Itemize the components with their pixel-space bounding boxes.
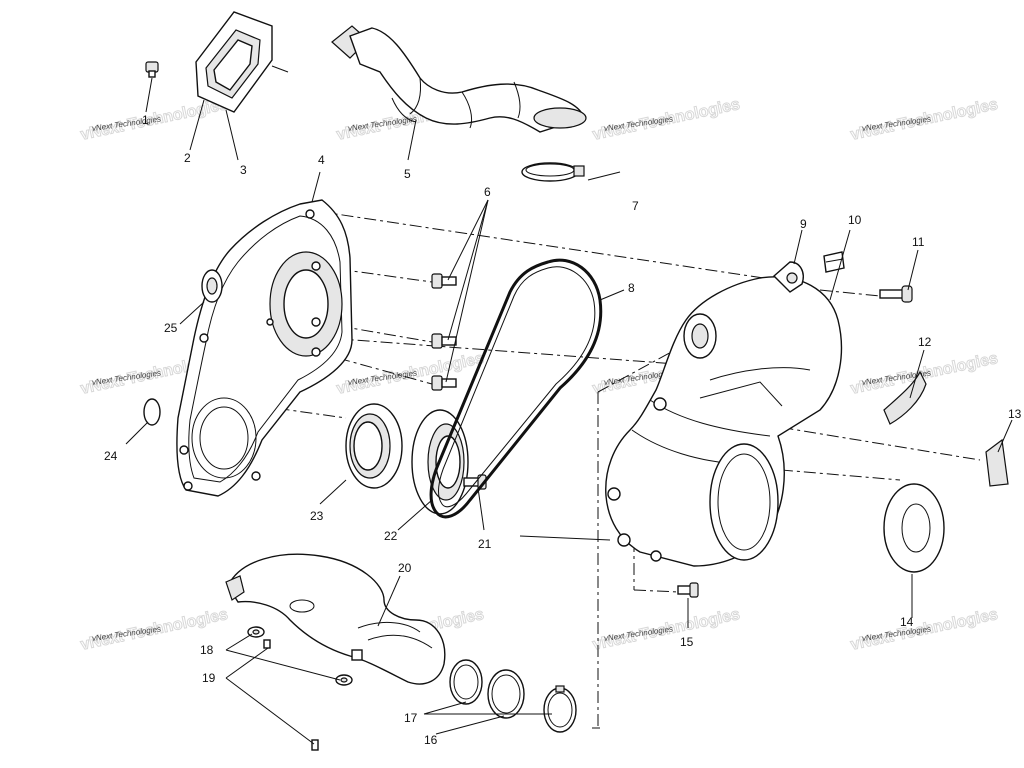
part-15-screw <box>677 582 699 598</box>
part-4-inner-cover <box>176 199 353 497</box>
callout-11: 11 <box>912 235 925 249</box>
callout-19: 19 <box>202 671 216 685</box>
part-12-label <box>883 370 927 425</box>
callout-24: 24 <box>104 449 118 463</box>
part-1-screw <box>145 61 159 78</box>
part-5-intake-hose <box>331 25 587 133</box>
callout-25: 25 <box>164 321 178 335</box>
part-25-washer <box>201 269 223 303</box>
part-8-belt <box>429 258 603 519</box>
leader-lines <box>125 77 1013 745</box>
part-20-exhaust-duct <box>225 553 446 685</box>
callout-16: 16 <box>424 733 438 747</box>
callout-labels: 1 2 3 4 5 6 7 8 9 10 11 12 13 14 15 16 1… <box>104 113 1022 747</box>
callout-12: 12 <box>918 335 932 349</box>
part-13-decal <box>985 438 1009 487</box>
part-11-screw <box>879 285 913 303</box>
part-18-19-fasteners <box>247 626 363 751</box>
callout-3: 3 <box>240 163 247 177</box>
callout-13: 13 <box>1008 407 1022 421</box>
callout-22: 22 <box>384 529 398 543</box>
part-14-gasket <box>883 483 945 573</box>
part-16-17-clamps-sleeve <box>449 659 577 733</box>
callout-7: 7 <box>632 199 639 213</box>
callout-20: 20 <box>398 561 412 575</box>
part-6-bolts <box>431 273 457 391</box>
part-2-3-intake-boot <box>195 11 289 113</box>
callout-21: 21 <box>478 537 492 551</box>
callout-15: 15 <box>680 635 694 649</box>
part-23-seal <box>345 403 403 489</box>
part-7-clamp <box>521 162 585 182</box>
callout-17: 17 <box>404 711 418 725</box>
callout-9: 9 <box>800 217 807 231</box>
callout-18: 18 <box>200 643 214 657</box>
callout-14: 14 <box>900 615 914 629</box>
callout-10: 10 <box>848 213 862 227</box>
callout-23: 23 <box>310 509 324 523</box>
callout-1: 1 <box>142 113 149 127</box>
callout-6: 6 <box>484 185 491 199</box>
callout-4: 4 <box>318 153 325 167</box>
part-24-plug <box>143 398 161 426</box>
callout-2: 2 <box>184 151 191 165</box>
callout-8: 8 <box>628 281 635 295</box>
part-9-outer-cover <box>605 261 843 567</box>
callout-5: 5 <box>404 167 411 181</box>
